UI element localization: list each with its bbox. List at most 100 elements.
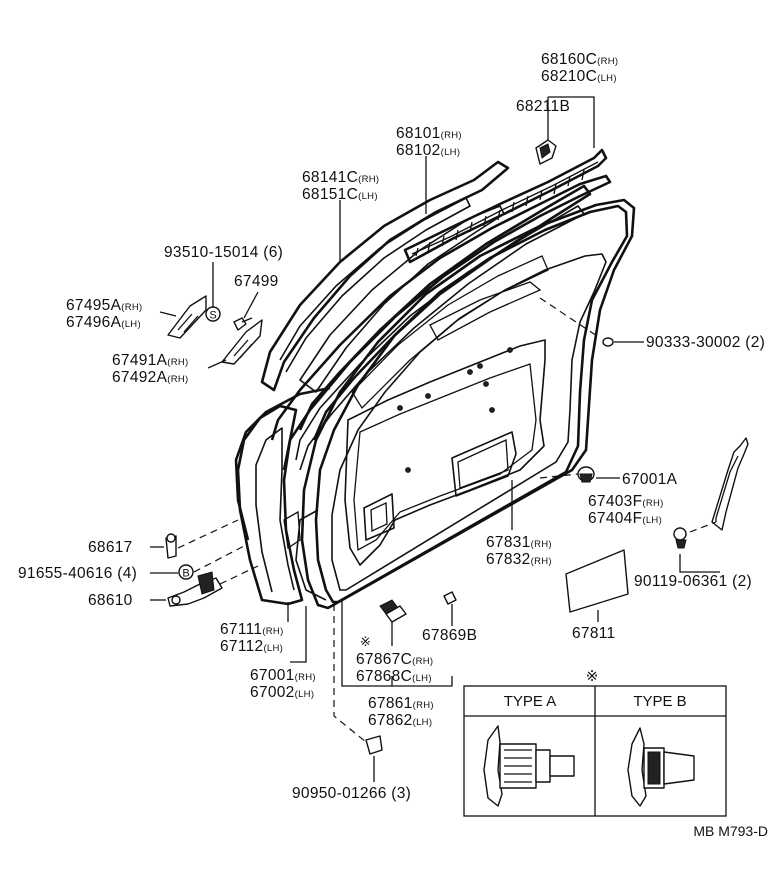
- side-suffix: (RH): [167, 374, 188, 385]
- part-number-label: 67404F(LH): [588, 510, 662, 527]
- side-suffix: (LH): [441, 147, 461, 158]
- part-number: 67869B: [422, 627, 477, 644]
- clip-67869B: [443, 591, 457, 605]
- part-number-label: 68160C(RH): [541, 51, 618, 68]
- part-number-label: 68141C(RH): [302, 169, 379, 186]
- clip-types-table: ※ TYPE A TYPE B: [463, 668, 727, 817]
- part-number: 90333-30002 (2): [646, 334, 765, 351]
- part-number-label: 67002(LH): [250, 684, 314, 701]
- part-number-label: 67001(RH): [250, 667, 316, 684]
- part-number: 67811: [572, 625, 615, 642]
- part-number-label: 91655-40616 (4): [18, 565, 137, 582]
- part-number: 67491A: [112, 352, 168, 369]
- part-number-label: 68210C(LH): [541, 68, 617, 85]
- part-number: 67002: [250, 684, 295, 701]
- door-check-68610: [167, 571, 223, 607]
- part-number-label: 68617: [88, 539, 133, 556]
- side-suffix: (RH): [441, 130, 462, 141]
- side-suffix: (RH): [531, 539, 552, 550]
- part-number: 67001: [250, 667, 295, 684]
- part-number: 93510-15014 (6): [164, 244, 283, 261]
- side-suffix: (RH): [262, 626, 283, 637]
- part-number-label: 67495A(RH): [66, 297, 143, 314]
- part-number-label: 67869B: [422, 627, 477, 644]
- part-number-label: 67001A: [622, 471, 678, 488]
- reference-mark: ※: [586, 668, 599, 685]
- part-number-label: 67492A(RH): [112, 369, 189, 386]
- part-number: 68101: [396, 125, 441, 142]
- part-number: 67403F: [588, 493, 642, 510]
- part-number: 67861: [368, 695, 413, 712]
- side-suffix: (LH): [412, 673, 432, 684]
- door-outer-panels: [234, 386, 331, 606]
- part-number-label: 67861(RH): [368, 695, 434, 712]
- side-suffix: (RH): [642, 498, 663, 509]
- part-number: 67404F: [588, 510, 642, 527]
- bumper-67001A: [577, 466, 595, 483]
- reference-mark-small: ※: [360, 634, 371, 649]
- part-number: 67868C: [356, 668, 412, 685]
- side-suffix: (RH): [413, 700, 434, 711]
- leader-lines: [150, 96, 720, 782]
- side-suffix: (LH): [642, 515, 662, 526]
- side-suffix: (RH): [597, 56, 618, 67]
- side-suffix: (LH): [121, 319, 141, 330]
- part-number-label: 67496A(LH): [66, 314, 141, 331]
- door-frames: [270, 174, 612, 471]
- part-number: 67862: [368, 712, 413, 729]
- drawing-code: MB M793-D: [693, 823, 768, 839]
- part-number: 67492A: [112, 369, 168, 386]
- part-number: 67499: [234, 273, 279, 290]
- part-number-label: 67862(LH): [368, 712, 432, 729]
- side-suffix: (RH): [412, 656, 433, 667]
- side-suffix: (RH): [121, 302, 142, 313]
- part-number-label: 67867C(RH): [356, 651, 433, 668]
- b-symbol: B: [182, 568, 189, 580]
- part-number: 67496A: [66, 314, 122, 331]
- part-number-label: 67403F(RH): [588, 493, 664, 510]
- clip-67867C: [379, 599, 407, 623]
- part-number-label: 67832(RH): [486, 551, 552, 568]
- part-number: 68151C: [302, 186, 358, 203]
- door-weatherstrip: [300, 198, 636, 610]
- side-suffix: (LH): [263, 643, 283, 654]
- rear-frame-67403F: [711, 437, 749, 531]
- side-suffix: (RH): [358, 174, 379, 185]
- part-number-label: 68101(RH): [396, 125, 462, 142]
- service-hole-cover-67811: [565, 549, 629, 613]
- part-number-label: 68610: [88, 592, 133, 609]
- part-number-label: 90119-06361 (2): [634, 573, 752, 590]
- screw-90119: [673, 527, 687, 549]
- part-number-label: 67491A(RH): [112, 352, 189, 369]
- part-number-label: 68211B: [516, 98, 570, 115]
- part-number-label: 67111(RH): [220, 621, 284, 638]
- part-number-label: 67831(RH): [486, 534, 552, 551]
- side-suffix: (LH): [597, 73, 617, 84]
- callout-labels: 68160C(RH)68210C(LH)68211B68101(RH)68102…: [18, 51, 765, 802]
- part-number: 67111: [220, 621, 262, 638]
- clip-68211B: [535, 139, 557, 165]
- part-number-label: 67499: [234, 273, 279, 290]
- part-number-label: 93510-15014 (6): [164, 244, 283, 261]
- part-number: 68102: [396, 142, 441, 159]
- part-number: 68610: [88, 592, 133, 609]
- clip-type-b-drawing: [627, 727, 695, 807]
- front-window-frame-68141C: [260, 160, 510, 392]
- part-number: 67112: [220, 638, 263, 655]
- side-suffix: (LH): [413, 717, 433, 728]
- glass-run-68101: [403, 148, 608, 264]
- part-number: 67832: [486, 551, 531, 568]
- part-number: 67831: [486, 534, 531, 551]
- part-number: 90119-06361 (2): [634, 573, 752, 590]
- side-suffix: (LH): [358, 191, 378, 202]
- part-number-label: 90333-30002 (2): [646, 334, 765, 351]
- screw-67499: [233, 317, 253, 331]
- part-number-label: 90950-01266 (3): [292, 785, 411, 802]
- part-number: 68160C: [541, 51, 597, 68]
- part-number-label: 67868C(LH): [356, 668, 432, 685]
- part-number: 67495A: [66, 297, 122, 314]
- part-number-label: 68151C(LH): [302, 186, 378, 203]
- part-number: 91655-40616 (4): [18, 565, 137, 582]
- b-mark-bolt: B: [178, 564, 194, 580]
